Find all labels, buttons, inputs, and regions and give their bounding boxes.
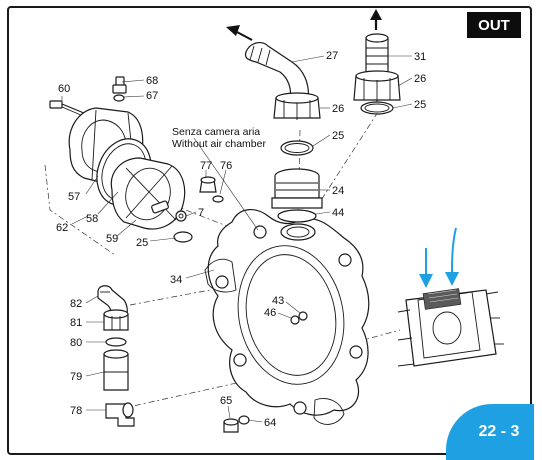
part-77-plug xyxy=(199,176,217,193)
callout-25-left: 25 xyxy=(136,237,148,249)
part-25-oring-left xyxy=(173,231,193,243)
part-65-plug xyxy=(223,418,239,433)
callout-26-right: 26 xyxy=(414,73,426,85)
flow-arrow-up xyxy=(370,9,382,30)
part-27-elbow-hose-tail xyxy=(244,42,309,101)
callout-80: 80 xyxy=(70,337,82,349)
part-25-oring-top xyxy=(280,140,314,156)
part-59-flange xyxy=(110,157,186,230)
callout-57: 57 xyxy=(68,191,80,203)
callout-64: 64 xyxy=(264,417,276,429)
callout-65: 65 xyxy=(220,395,232,407)
callout-82: 82 xyxy=(70,298,82,310)
part-68-valve xyxy=(112,76,127,94)
callout-76: 76 xyxy=(220,160,232,172)
callout-43: 43 xyxy=(272,295,284,307)
callout-81: 81 xyxy=(70,317,82,329)
callout-58: 58 xyxy=(86,213,98,225)
callout-67: 67 xyxy=(146,90,158,102)
part-64-oring xyxy=(238,415,250,425)
callout-7: 7 xyxy=(198,207,204,219)
part-31-hose-tail xyxy=(365,33,389,73)
leader-lines xyxy=(61,55,413,423)
pump-body xyxy=(204,209,370,425)
callout-60: 60 xyxy=(58,83,70,95)
callout-62: 62 xyxy=(56,222,68,234)
out-badge: OUT xyxy=(467,12,521,38)
callout-25-right: 25 xyxy=(414,99,426,111)
flow-arrow-left xyxy=(226,25,253,41)
callout-31: 31 xyxy=(414,51,426,63)
part-81-nut xyxy=(103,309,129,331)
pump-thumbnail xyxy=(397,288,504,367)
callout-26-left: 26 xyxy=(332,103,344,115)
part-26-nut-right xyxy=(353,70,401,102)
diagram-frame xyxy=(7,6,532,455)
callout-77: 77 xyxy=(200,160,212,172)
part-67-ring xyxy=(113,94,125,102)
callout-79: 79 xyxy=(70,371,82,383)
part-76-ring xyxy=(212,195,224,203)
callout-68: 68 xyxy=(146,75,158,87)
callout-25-top: 25 xyxy=(332,130,344,142)
callout-78: 78 xyxy=(70,405,82,417)
part-80-oring xyxy=(105,337,127,347)
callout-44: 44 xyxy=(332,207,344,219)
part-43-ring xyxy=(298,311,308,321)
part-46-plug xyxy=(290,315,300,325)
part-26-nut-left xyxy=(273,92,321,120)
part-44-oring xyxy=(277,209,317,223)
part-24-fitting xyxy=(271,168,323,209)
callout-24: 24 xyxy=(332,185,344,197)
view-direction-arrows xyxy=(419,227,459,288)
caption-line-1: Senza camera aria xyxy=(172,126,260,138)
callout-59: 59 xyxy=(106,233,118,245)
part-25-oring-right xyxy=(360,101,394,115)
callout-34: 34 xyxy=(170,274,182,286)
callout-27: 27 xyxy=(326,50,338,62)
caption-line-2: Without air chamber xyxy=(172,138,266,150)
part-78-tee xyxy=(105,402,135,427)
part-79-valve-body xyxy=(103,349,129,391)
part-7-nut xyxy=(175,210,187,222)
callout-46: 46 xyxy=(264,307,276,319)
